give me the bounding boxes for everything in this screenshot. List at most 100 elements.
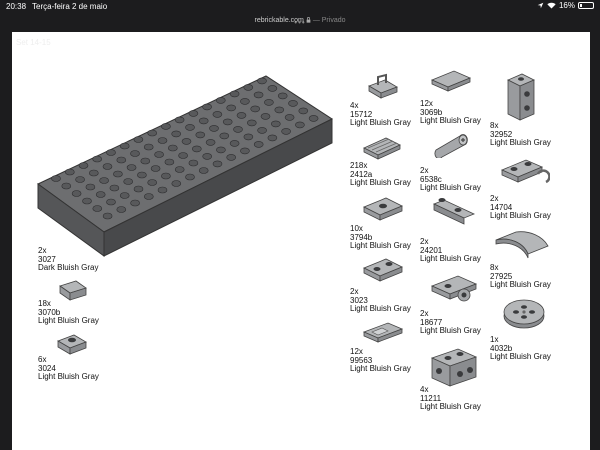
item-part-number: 3023: [350, 295, 368, 305]
plate-stud: [222, 118, 233, 126]
item-quantity: 12x: [420, 99, 433, 108]
wifi-icon: [547, 2, 556, 9]
plate-stud: [198, 167, 209, 174]
plate-stud: [253, 91, 264, 99]
plate-stud: [226, 104, 236, 112]
item-quantity: 8x: [490, 121, 499, 130]
plate-stud: [284, 114, 295, 121]
item-color: Light Bluish Gray: [350, 364, 411, 373]
plate-stud: [113, 170, 123, 178]
inventory-item: 6x 3024 Light Bluish Gray: [38, 355, 99, 382]
plate-stud: [102, 212, 113, 220]
item-color: Light Bluish Gray: [38, 316, 99, 325]
plate-stud: [157, 186, 168, 194]
item-color: Dark Bluish Gray: [38, 263, 99, 272]
plate-stud: [257, 77, 267, 85]
plate-stud: [164, 158, 175, 166]
item-quantity: 18x: [38, 299, 51, 308]
plate-stud: [240, 98, 250, 105]
plate-stud: [277, 92, 288, 100]
inventory-item: 18x 3070b Light Bluish Gray: [38, 299, 99, 326]
item-part-number: 11211: [420, 393, 442, 403]
plate-stud: [192, 145, 202, 153]
item-color: Light Bluish Gray: [350, 118, 411, 127]
item-color: Light Bluish Gray: [490, 138, 551, 147]
item-quantity: 12x: [350, 347, 363, 356]
plate-stud: [161, 123, 171, 130]
tab-overflow-icon[interactable]: •••: [294, 18, 306, 27]
plate-stud: [171, 130, 181, 138]
inventory-item: 10x 3794b Light Bluish Gray: [350, 224, 411, 251]
plate-stud: [205, 139, 216, 146]
inventory-item: 4x 15712 Light Bluish Gray: [350, 101, 411, 128]
private-label: — Privado: [312, 17, 346, 24]
plate-stud: [264, 99, 274, 106]
item-part-number: 2412a: [350, 169, 373, 179]
plate-stud: [198, 117, 209, 125]
plate-stud: [71, 190, 82, 197]
lock-icon: [306, 17, 311, 23]
item-quantity: 1x: [490, 335, 499, 344]
item-color: Light Bluish Gray: [350, 304, 411, 313]
battery-icon: [578, 2, 594, 9]
plate-stud: [130, 199, 140, 207]
inventory-item: 2x 18677 Light Bluish Gray: [420, 309, 481, 336]
item-quantity: 6x: [38, 355, 47, 364]
plate-stud: [157, 137, 168, 144]
plate-stud: [133, 185, 144, 193]
browser-url-bar[interactable]: ••• rebrickable.com — Privado: [0, 14, 600, 28]
plate-stud: [253, 141, 264, 148]
part-image-11211: [430, 348, 478, 387]
plate-stud: [267, 85, 278, 92]
plate-stud: [229, 90, 240, 98]
plate-stud: [298, 107, 309, 115]
item-part-number: 6538c: [420, 174, 442, 184]
plate-stud: [212, 111, 223, 118]
item-color: Light Bluish Gray: [490, 352, 551, 361]
item-color: Light Bluish Gray: [420, 254, 481, 263]
item-part-number: 14704: [490, 202, 513, 212]
sheet-title: Set 14-15: [16, 38, 51, 47]
plate-stud: [154, 151, 164, 158]
part-image-18677: [430, 275, 478, 302]
plate-stud: [174, 116, 185, 124]
plate-stud: [219, 132, 230, 140]
inventory-item: 218x 2412a Light Bluish Gray: [350, 161, 411, 188]
plate-stud: [181, 138, 192, 145]
item-part-number: 18677: [420, 317, 443, 327]
plate-stud: [116, 156, 127, 164]
plate-stud: [64, 168, 75, 176]
inventory-item: 2x 3027 Dark Bluish Gray: [38, 246, 99, 273]
item-quantity: 2x: [420, 237, 429, 246]
plate-stud: [168, 144, 178, 152]
plate-stud: [92, 205, 103, 212]
part-image-99563: [362, 322, 404, 343]
plate-stud: [140, 157, 151, 165]
inventory-item: 8x 32952 Light Bluish Gray: [490, 121, 551, 148]
plate-stud: [174, 166, 185, 173]
part-image-3027: [37, 75, 334, 257]
plate-stud: [267, 134, 278, 142]
part-image-2412a: [363, 137, 401, 160]
inventory-item: 2x 14704 Light Bluish Gray: [490, 194, 551, 221]
plate-stud: [130, 150, 140, 157]
item-quantity: 10x: [350, 224, 363, 233]
plate-stud: [185, 173, 195, 181]
inventory-item: 12x 3069b Light Bluish Gray: [420, 99, 481, 126]
item-quantity: 2x: [350, 287, 359, 296]
inventory-item: 1x 4032b Light Bluish Gray: [490, 335, 551, 362]
item-part-number: 32952: [490, 129, 513, 139]
item-part-number: 15712: [350, 109, 373, 119]
inventory-item: 2x 3023 Light Bluish Gray: [350, 287, 411, 314]
plate-stud: [88, 169, 99, 177]
location-icon: [537, 2, 544, 9]
plate-stud: [257, 127, 267, 134]
plate-stud: [102, 163, 113, 170]
item-quantity: 2x: [490, 194, 499, 203]
item-color: Light Bluish Gray: [420, 183, 481, 192]
item-quantity: 8x: [490, 263, 499, 272]
plate-stud: [106, 198, 116, 206]
item-part-number: 3069b: [420, 107, 443, 117]
item-color: Light Bluish Gray: [350, 178, 411, 187]
plate-stud: [250, 105, 260, 113]
